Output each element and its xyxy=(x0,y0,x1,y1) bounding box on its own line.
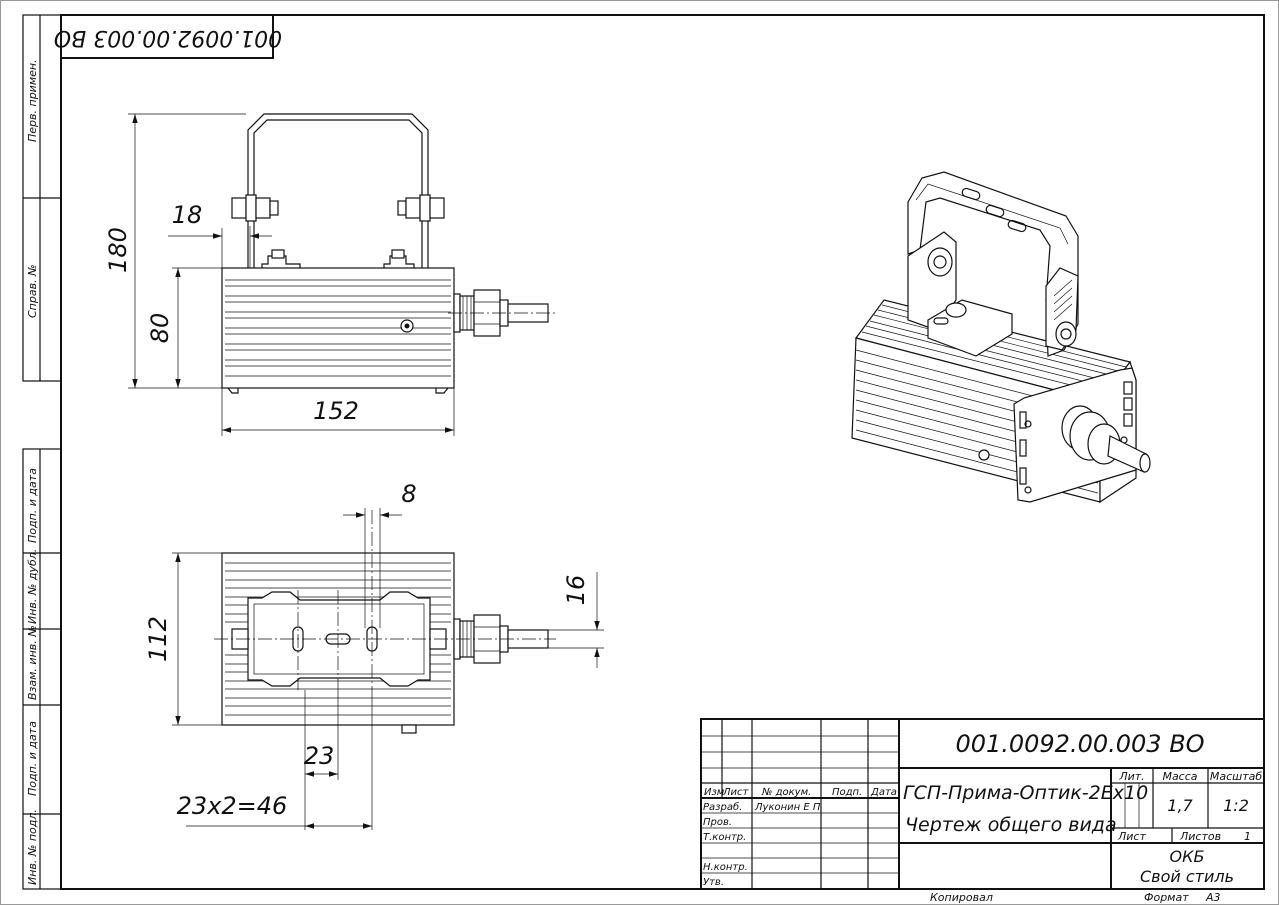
document-name: Чертеж общего вида xyxy=(905,814,1117,836)
title-block: 001.0092.00.003 ВО Изм Лист № докум. Под… xyxy=(700,718,1265,890)
col-izm: Изм xyxy=(704,787,725,798)
stamp-vzam-inv: Взам. инв. № xyxy=(26,625,39,700)
dim-152: 152 xyxy=(313,397,359,425)
row-utv: Утв. xyxy=(703,877,724,888)
row-tkontr: Т.контр. xyxy=(703,832,746,843)
organization-line2: Свой стиль xyxy=(1140,867,1234,886)
side-stamp: Перв. примен. Справ. № Подп. и дата Инв.… xyxy=(22,14,62,890)
product-name: ГСП-Прима-Оптик-2Ех10 xyxy=(903,782,1148,804)
col-doc: № докум. xyxy=(761,787,811,798)
front-view-bolts xyxy=(231,194,445,222)
top-view-dimensions: 112 8 16 23 23x2=46 xyxy=(144,480,604,830)
isometric-gland xyxy=(1061,405,1151,473)
mass-value: 1,7 xyxy=(1167,796,1193,815)
dim-8: 8 xyxy=(401,480,416,508)
row-razrab: Разраб. xyxy=(703,801,742,813)
front-view-dimensions: 180 80 18 152 xyxy=(104,113,455,436)
title-designation: 001.0092.00.003 ВО xyxy=(955,730,1204,758)
sheets-value: 1 xyxy=(1244,830,1251,843)
mass-label: Масса xyxy=(1162,770,1197,783)
footer-copied: Копировал xyxy=(930,891,993,904)
rotated-designation-box: 001.0092.00.003 ВО xyxy=(54,14,282,59)
scale-label: Масштаб xyxy=(1210,770,1262,783)
col-sign: Подп. xyxy=(832,787,862,798)
sheet-footer: Копировал Формат А3 xyxy=(930,891,1221,904)
row-nkontr: Н.контр. xyxy=(703,862,748,873)
footer-format-label: Формат xyxy=(1144,891,1189,904)
sheets-label: Листов xyxy=(1179,830,1221,843)
dim-23: 23 xyxy=(304,742,335,770)
stamp-sprav-no: Справ. № xyxy=(26,264,39,318)
rotated-designation-text: 001.0092.00.003 ВО xyxy=(54,25,282,50)
front-view xyxy=(221,113,556,394)
stamp-perv-primen: Перв. примен. xyxy=(26,59,39,142)
row-prov: Пров. xyxy=(703,817,732,828)
dim-23x2-46: 23x2=46 xyxy=(177,792,288,820)
front-view-fins xyxy=(225,279,451,377)
footer-format-value: А3 xyxy=(1205,891,1221,904)
row-razrab-name: Луконин Е П xyxy=(754,802,821,813)
sheet-label: Лист xyxy=(1117,830,1146,843)
isometric-view xyxy=(851,171,1151,504)
col-list: Лист xyxy=(722,787,750,798)
dim-180: 180 xyxy=(104,227,132,273)
stamp-inv-podl: Инв. № подл. xyxy=(26,809,39,885)
stamp-inv-dubl: Инв. № дубл. xyxy=(26,549,39,624)
stamp-podp-data-top: Подп. и дата xyxy=(26,468,39,543)
lit-label: Лит. xyxy=(1118,770,1144,783)
organization-line1: ОКБ xyxy=(1170,847,1205,866)
isometric-bracket xyxy=(907,171,1079,357)
dim-112: 112 xyxy=(144,616,172,662)
dim-16: 16 xyxy=(562,575,590,606)
dim-80: 80 xyxy=(146,313,174,344)
dim-18: 18 xyxy=(172,201,203,229)
stamp-podp-data-bottom: Подп. и дата xyxy=(26,721,39,796)
scale-value: 1:2 xyxy=(1223,796,1249,815)
col-date: Дата xyxy=(870,787,897,798)
